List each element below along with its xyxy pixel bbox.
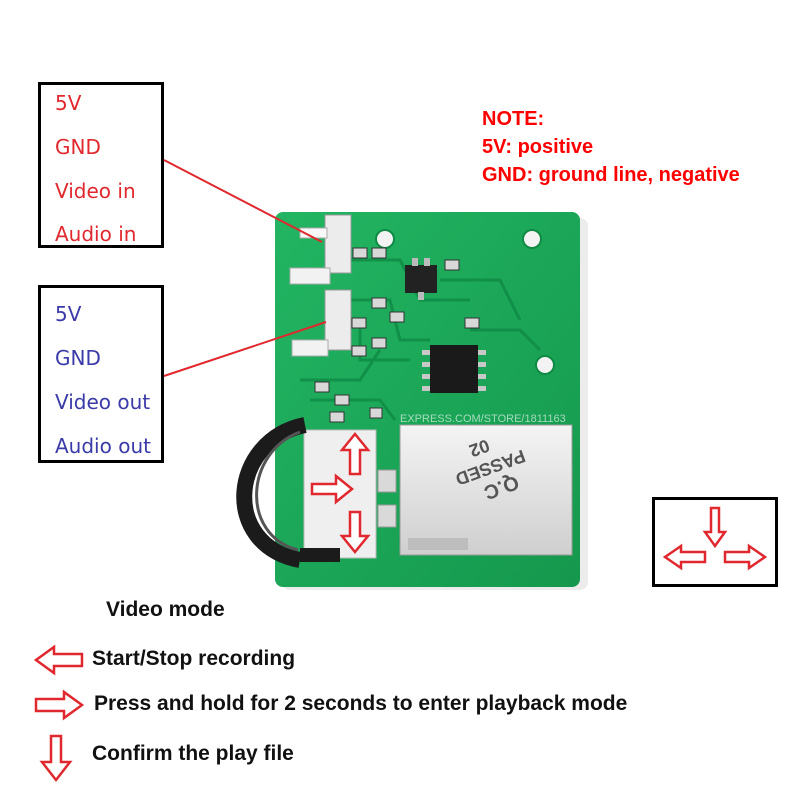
board-watermark: EXPRESS.COM/STORE/1811163 — [400, 413, 566, 425]
input-pin-audio-in: Audio in — [55, 222, 137, 246]
input-connector-box: 5V GND Video in Audio in — [38, 82, 164, 248]
key-down-arrow-icon — [702, 506, 728, 549]
battery-clip — [236, 417, 307, 568]
legend-down-arrow-icon — [39, 734, 73, 783]
output-pin-video-out: Video out — [55, 390, 151, 414]
output-connector — [324, 289, 352, 351]
output-pin-audio-out: Audio out — [55, 434, 151, 458]
sd-card-slot — [399, 424, 573, 556]
legend-right-arrow-icon — [34, 689, 85, 721]
legend-item-confirm: Confirm the play file — [92, 742, 294, 765]
output-pin-5v: 5V — [55, 302, 82, 326]
input-pin-gnd: GND — [55, 135, 101, 159]
note-gnd: GND: ground line, negative — [482, 164, 740, 186]
output-pin-gnd: GND — [55, 346, 101, 370]
input-connector — [324, 214, 352, 274]
legend-left-arrow-icon — [33, 644, 84, 676]
transistor-chip — [405, 265, 437, 293]
legend-title: Video mode — [106, 598, 225, 621]
legend-item-playback: Press and hold for 2 seconds to enter pl… — [94, 692, 628, 715]
input-pin-5v: 5V — [55, 91, 82, 115]
output-connector-box: 5V GND Video out Audio out — [38, 285, 164, 463]
mount-hole — [535, 355, 555, 375]
button-key-box — [652, 497, 778, 587]
legend-item-start-stop: Start/Stop recording — [92, 647, 296, 670]
key-right-arrow-icon — [723, 543, 768, 571]
board-right-arrow-icon — [310, 473, 354, 505]
input-pin-video-in: Video in — [55, 179, 136, 203]
note-title: NOTE: — [482, 108, 545, 130]
board-up-arrow-icon — [339, 432, 371, 476]
note-5v: 5V: positive — [482, 136, 594, 158]
key-left-arrow-icon — [662, 543, 707, 571]
main-ic-chip — [430, 345, 478, 393]
mount-hole — [522, 229, 542, 249]
board-down-arrow-icon — [339, 510, 371, 554]
